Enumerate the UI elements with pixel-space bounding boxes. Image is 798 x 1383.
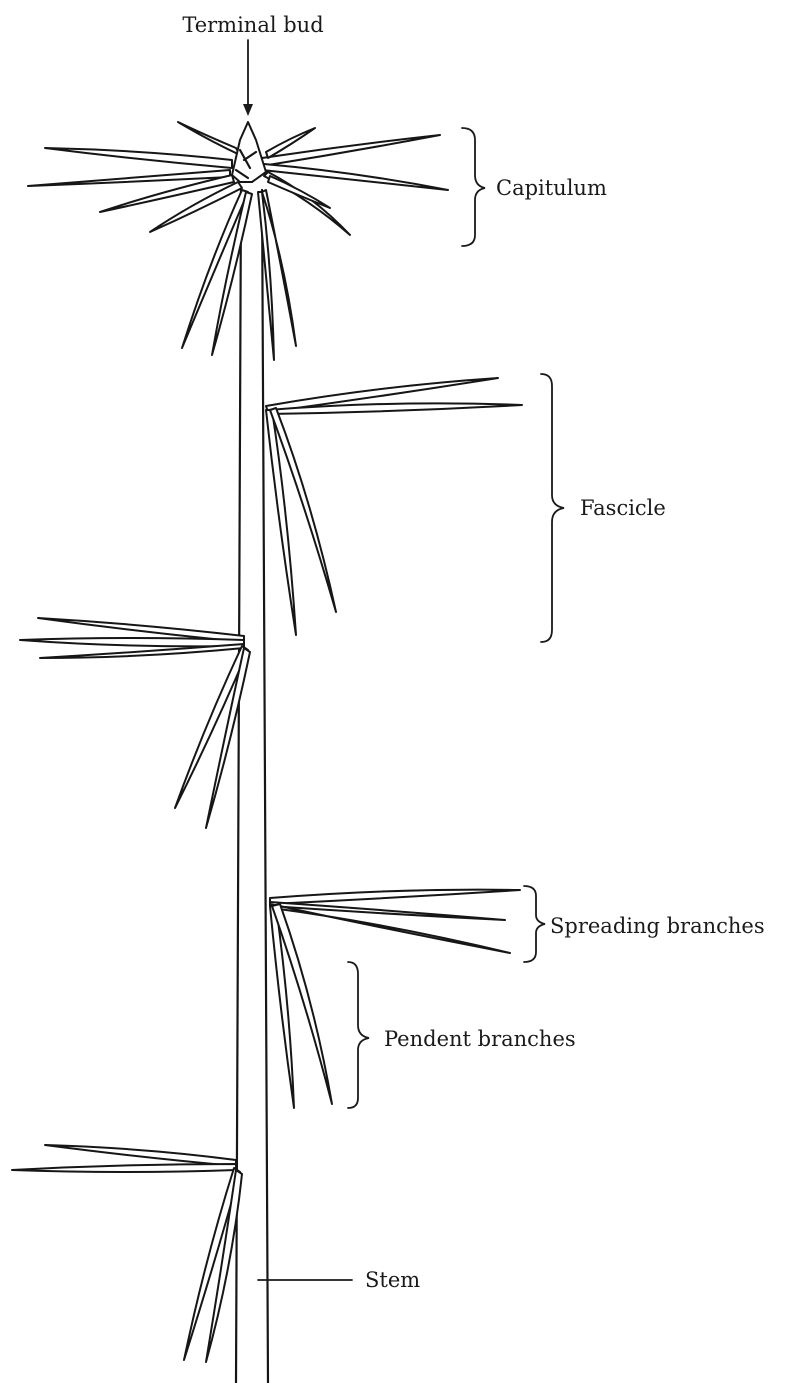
- fascicle-2-drawing: [20, 618, 250, 828]
- stem-drawing: [236, 190, 268, 1383]
- fascicle-4-drawing: [12, 1145, 242, 1362]
- pendent-branches-label: Pendent branches: [384, 1027, 576, 1051]
- terminal-bud-arrowhead: [243, 104, 253, 116]
- stem-label: Stem: [365, 1268, 420, 1292]
- capitulum-label: Capitulum: [496, 176, 607, 200]
- fascicle-brace: [541, 374, 564, 642]
- pointers: [243, 40, 352, 1280]
- fascicle-3-drawing: [270, 890, 520, 1108]
- braces: [348, 128, 564, 1108]
- capitulum-drawing: [28, 122, 448, 360]
- terminal-bud-label: Terminal bud: [182, 13, 323, 37]
- fascicle-label: Fascicle: [580, 496, 666, 520]
- spreading-branches-label: Spreading branches: [550, 914, 765, 938]
- capitulum-brace: [462, 128, 485, 246]
- pendent-branches-brace: [348, 962, 369, 1108]
- fascicle-1-drawing: [266, 378, 522, 635]
- spreading-branches-brace: [524, 886, 545, 962]
